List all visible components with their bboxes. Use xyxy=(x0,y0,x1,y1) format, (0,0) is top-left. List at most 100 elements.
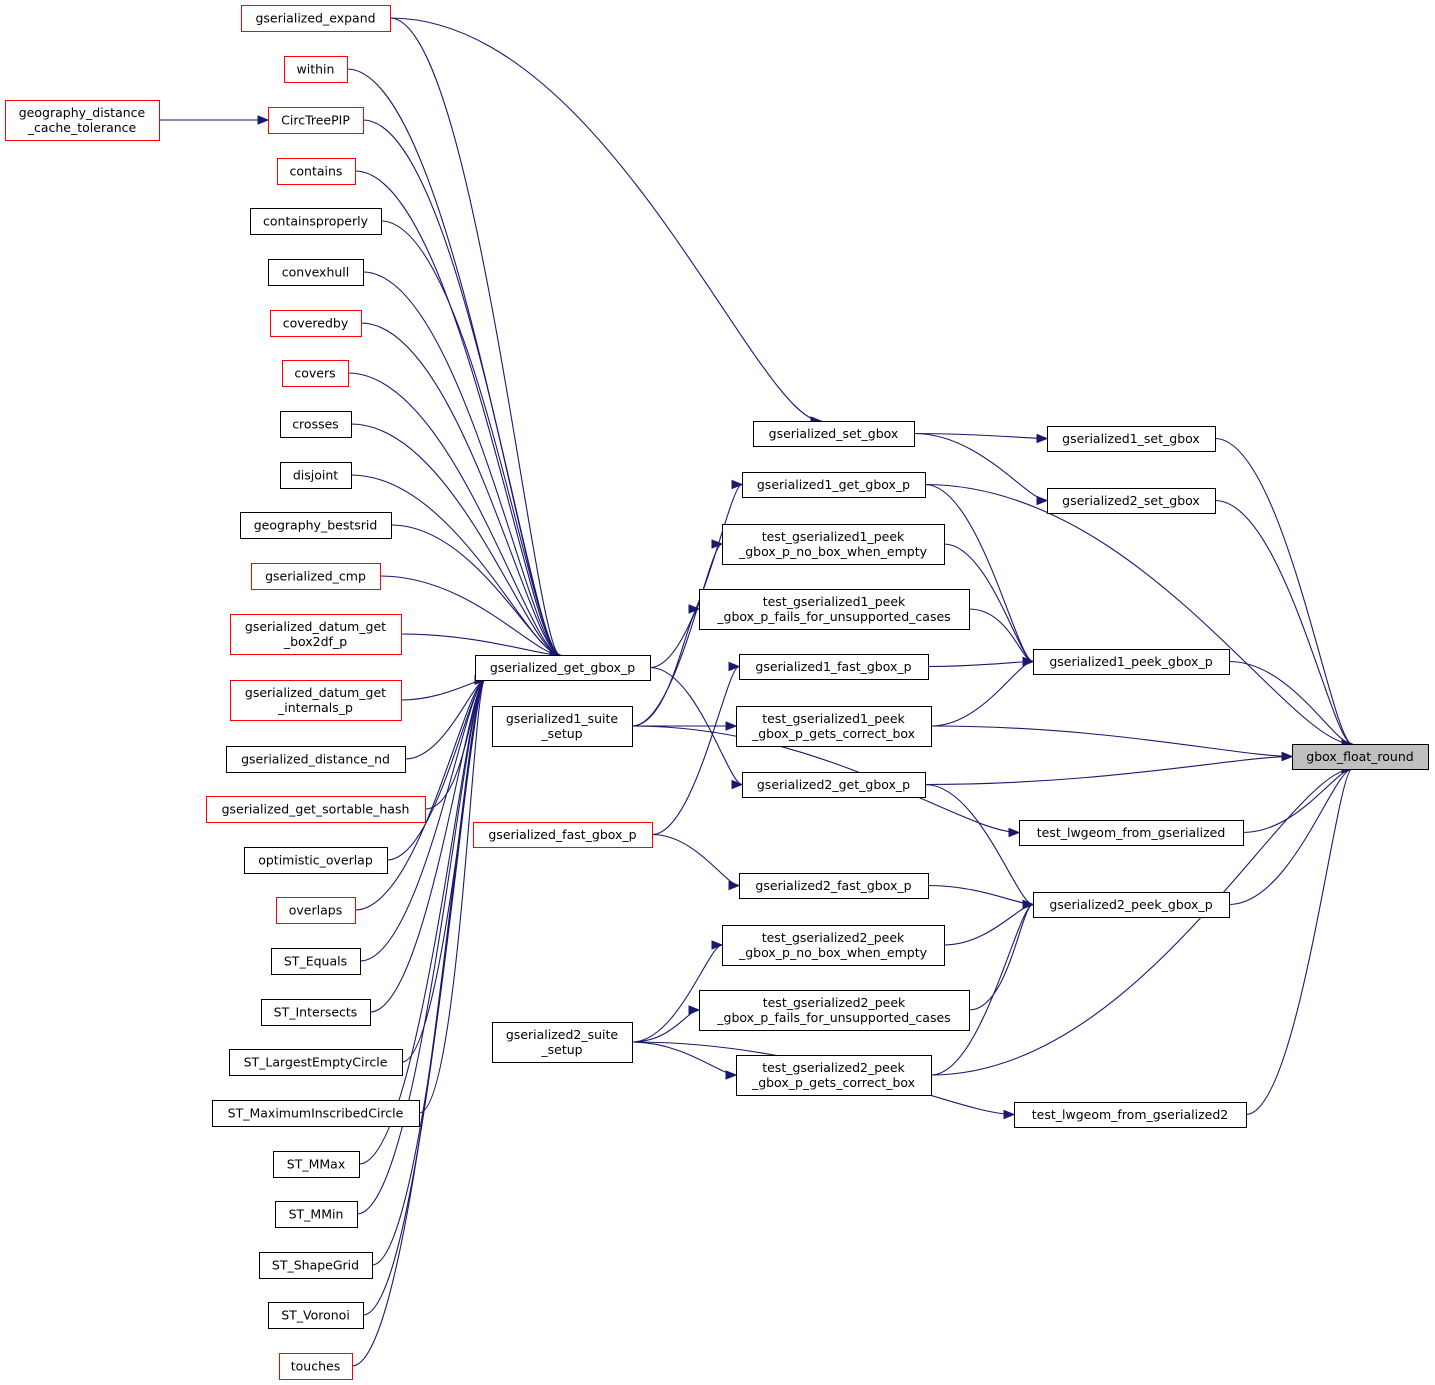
node-box[interactable] xyxy=(699,589,970,630)
node-box[interactable] xyxy=(271,948,361,975)
node-disjoint[interactable]: disjoint xyxy=(280,462,352,489)
node-box[interactable] xyxy=(475,655,651,681)
node-gserialized2-set-gbox[interactable]: gserialized2_set_gbox xyxy=(1047,488,1216,514)
node-st-shapegrid[interactable]: ST_ShapeGrid xyxy=(259,1252,373,1279)
node-gserialized-datum-get-box2df-p[interactable]: gserialized_datum_get_box2df_p xyxy=(230,614,402,655)
node-box[interactable] xyxy=(276,897,356,924)
node-box[interactable] xyxy=(739,873,929,899)
node-gserialized1-get-gbox-p[interactable]: gserialized1_get_gbox_p xyxy=(742,472,926,498)
node-box[interactable] xyxy=(244,847,388,874)
node-gserialized-set-gbox[interactable]: gserialized_set_gbox xyxy=(753,421,915,447)
node-box[interactable] xyxy=(240,512,392,539)
node-box[interactable] xyxy=(241,5,391,32)
node-gserialized-expand[interactable]: gserialized_expand xyxy=(241,5,391,32)
node-box[interactable] xyxy=(273,1151,360,1178)
node-box[interactable] xyxy=(280,462,352,489)
node-box[interactable] xyxy=(226,746,406,773)
node-gserialized1-fast-gbox-p[interactable]: gserialized1_fast_gbox_p xyxy=(739,654,929,680)
node-geography-bestsrid[interactable]: geography_bestsrid xyxy=(240,512,392,539)
node-box[interactable] xyxy=(212,1100,420,1127)
node-box[interactable] xyxy=(251,563,381,590)
node-gserialized2-peek-gbox-p[interactable]: gserialized2_peek_gbox_p xyxy=(1033,892,1230,918)
node-gserialized-fast-gbox-p[interactable]: gserialized_fast_gbox_p xyxy=(473,822,653,848)
node-within[interactable]: within xyxy=(284,56,348,83)
node-convexhull[interactable]: convexhull xyxy=(268,259,364,286)
node-box[interactable] xyxy=(280,411,352,438)
node-st-voronoi[interactable]: ST_Voronoi xyxy=(268,1302,364,1329)
node-gserialized2-fast-gbox-p[interactable]: gserialized2_fast_gbox_p xyxy=(739,873,929,899)
node-box[interactable] xyxy=(1047,426,1216,452)
node-box[interactable] xyxy=(722,925,945,966)
node-box[interactable] xyxy=(250,208,382,235)
node-box[interactable] xyxy=(699,990,970,1031)
node-box[interactable] xyxy=(282,360,349,387)
node-test-lwgeom-from-gserialized2[interactable]: test_lwgeom_from_gserialized2 xyxy=(1014,1102,1247,1128)
node-contains[interactable]: contains xyxy=(277,158,356,185)
node-test-gserialized2-peek-gbox-p-fails-for-unsupported-cases[interactable]: test_gserialized2_peek_gbox_p_fails_for_… xyxy=(699,990,970,1031)
node-st-maximuminscribedcircle[interactable]: ST_MaximumInscribedCircle xyxy=(212,1100,420,1127)
node-test-gserialized1-peek-gbox-p-fails-for-unsupported-cases[interactable]: test_gserialized1_peek_gbox_p_fails_for_… xyxy=(699,589,970,630)
node-box[interactable] xyxy=(742,472,926,498)
node-box[interactable] xyxy=(259,1252,373,1279)
node-coveredby[interactable]: coveredby xyxy=(270,310,362,337)
node-box[interactable] xyxy=(1014,1102,1247,1128)
node-box[interactable] xyxy=(230,680,402,721)
node-gserialized-get-sortable-hash[interactable]: gserialized_get_sortable_hash xyxy=(206,796,426,823)
node-box[interactable] xyxy=(268,259,364,286)
node-box[interactable] xyxy=(284,56,348,83)
node-gserialized2-suite-setup[interactable]: gserialized2_suite_setup xyxy=(492,1022,633,1063)
node-box[interactable] xyxy=(753,421,915,447)
node-gserialized-cmp[interactable]: gserialized_cmp xyxy=(251,563,381,590)
node-box[interactable] xyxy=(5,100,160,141)
node-box[interactable] xyxy=(279,1353,353,1380)
node-containsproperly[interactable]: containsproperly xyxy=(250,208,382,235)
node-test-gserialized2-peek-gbox-p-no-box-when-empty[interactable]: test_gserialized2_peek_gbox_p_no_box_whe… xyxy=(722,925,945,966)
node-box[interactable] xyxy=(230,614,402,655)
node-test-gserialized1-peek-gbox-p-no-box-when-empty[interactable]: test_gserialized1_peek_gbox_p_no_box_whe… xyxy=(722,524,945,565)
node-gserialized1-peek-gbox-p[interactable]: gserialized1_peek_gbox_p xyxy=(1033,649,1230,675)
node-gserialized1-suite-setup[interactable]: gserialized1_suite_setup xyxy=(492,706,633,747)
node-box[interactable] xyxy=(492,1022,633,1063)
node-test-gserialized2-peek-gbox-p-gets-correct-box[interactable]: test_gserialized2_peek_gbox_p_gets_corre… xyxy=(736,1055,932,1096)
node-optimistic-overlap[interactable]: optimistic_overlap xyxy=(244,847,388,874)
node-box[interactable] xyxy=(1019,820,1244,846)
node-st-intersects[interactable]: ST_Intersects xyxy=(261,999,371,1026)
node-box[interactable] xyxy=(1047,488,1216,514)
node-box[interactable] xyxy=(1033,649,1230,675)
node-box[interactable] xyxy=(206,796,426,823)
node-covers[interactable]: covers xyxy=(282,360,349,387)
node-box[interactable] xyxy=(473,822,653,848)
node-box[interactable] xyxy=(275,1201,358,1228)
node-gserialized-get-gbox-p[interactable]: gserialized_get_gbox_p xyxy=(475,655,651,681)
node-st-mmin[interactable]: ST_MMin xyxy=(275,1201,358,1228)
node-box[interactable] xyxy=(736,1055,932,1096)
node-box[interactable] xyxy=(268,1302,364,1329)
node-test-lwgeom-from-gserialized[interactable]: test_lwgeom_from_gserialized xyxy=(1019,820,1244,846)
node-box[interactable] xyxy=(1033,892,1230,918)
node-st-largestemptycircle[interactable]: ST_LargestEmptyCircle xyxy=(229,1049,403,1076)
node-box[interactable] xyxy=(736,706,932,747)
node-touches[interactable]: touches xyxy=(279,1353,353,1380)
node-crosses[interactable]: crosses xyxy=(280,411,352,438)
node-circtreepip[interactable]: CircTreePIP xyxy=(268,107,364,134)
node-gserialized1-set-gbox[interactable]: gserialized1_set_gbox xyxy=(1047,426,1216,452)
node-gserialized-datum-get-internals-p[interactable]: gserialized_datum_get_internals_p xyxy=(230,680,402,721)
node-st-mmax[interactable]: ST_MMax xyxy=(273,1151,360,1178)
node-box[interactable] xyxy=(229,1049,403,1076)
node-gserialized2-get-gbox-p[interactable]: gserialized2_get_gbox_p xyxy=(742,772,926,798)
node-box[interactable] xyxy=(277,158,356,185)
node-gbox-float-round[interactable]: gbox_float_round xyxy=(1292,744,1429,770)
node-box[interactable] xyxy=(742,772,926,798)
node-test-gserialized1-peek-gbox-p-gets-correct-box[interactable]: test_gserialized1_peek_gbox_p_gets_corre… xyxy=(736,706,932,747)
node-box[interactable] xyxy=(739,654,929,680)
node-box[interactable] xyxy=(492,706,633,747)
node-box[interactable] xyxy=(1292,744,1429,770)
node-overlaps[interactable]: overlaps xyxy=(276,897,356,924)
node-box[interactable] xyxy=(268,107,364,134)
node-box[interactable] xyxy=(261,999,371,1026)
node-box[interactable] xyxy=(270,310,362,337)
node-box[interactable] xyxy=(722,524,945,565)
node-geography-distance-cache-tolerance[interactable]: geography_distance_cache_tolerance xyxy=(5,100,160,141)
node-st-equals[interactable]: ST_Equals xyxy=(271,948,361,975)
node-gserialized-distance-nd[interactable]: gserialized_distance_nd xyxy=(226,746,406,773)
